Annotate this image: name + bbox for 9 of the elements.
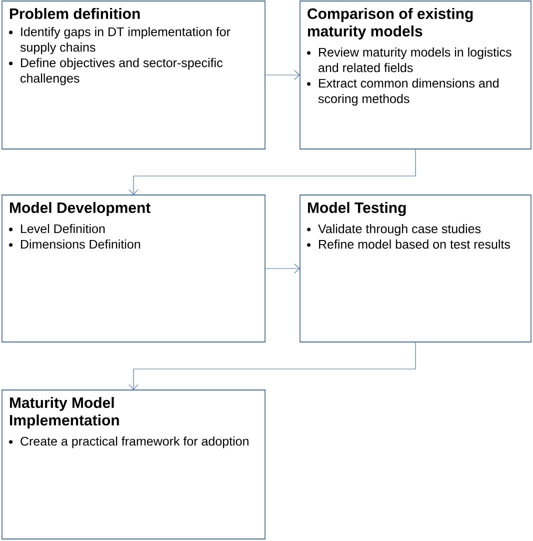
arrow [128,342,416,390]
process-box: Model Testing Validate through case studies Refine model based on test results [300,194,532,342]
arrow [128,148,416,195]
process-box: Model Development Level Definition Dimensions Definition [2,194,266,342]
process-box: Maturity Model Implementation Create a practical framework for adoption [2,390,266,540]
process-box: Comparison of existing maturity models Review maturity models in logistics and related fields Extract common dimensions and scoring methods [300,0,532,150]
arrow [264,264,300,274]
process-box: Problem definition Identify gaps in DT implementation for supply chains Define objectives and sector-specific challenges [2,0,266,150]
arrow [264,70,300,80]
